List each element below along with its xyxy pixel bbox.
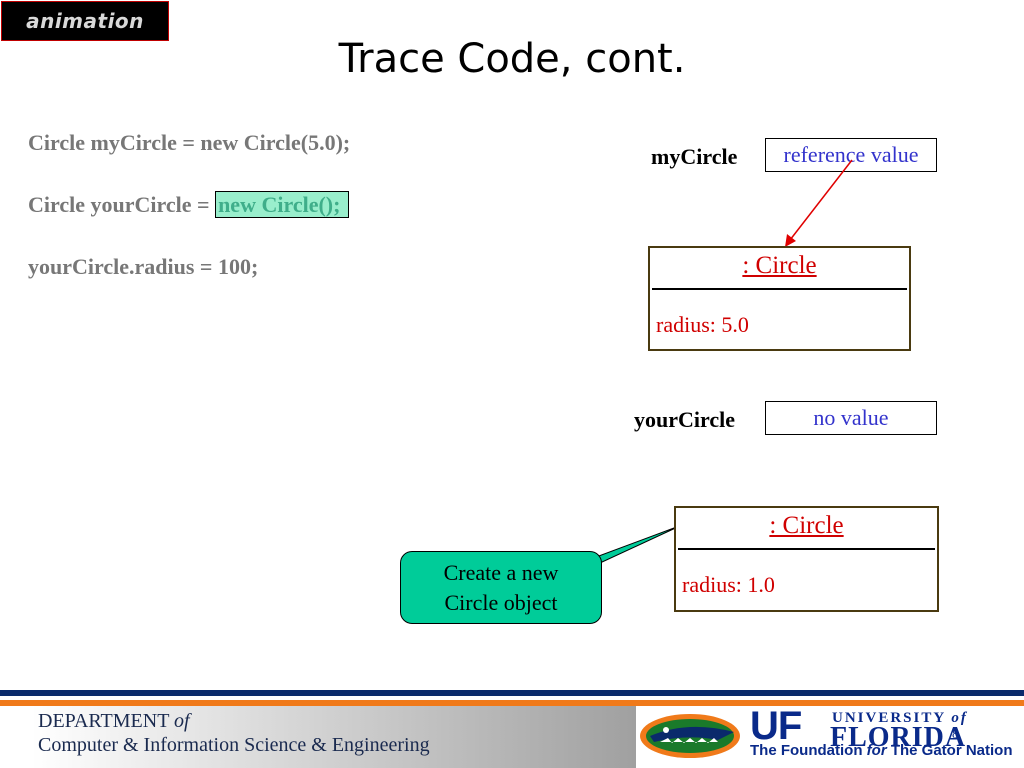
uf-foundation-c: The Gator Nation bbox=[886, 742, 1013, 759]
circle-object-1-name: : Circle bbox=[742, 252, 817, 279]
uf-florida-text: FLORIDA bbox=[830, 722, 967, 753]
uf-foundation-for: for bbox=[866, 742, 887, 759]
circle-object-2: : Circle radius: 1.0 bbox=[674, 506, 939, 612]
animation-badge: animation bbox=[1, 1, 169, 41]
circle-object-2-divider bbox=[678, 548, 935, 550]
uf-university-text: UNIVERSITY of bbox=[832, 710, 968, 727]
footer-navy-stripe bbox=[0, 690, 1024, 696]
footer-department: DEPARTMENT of bbox=[38, 710, 190, 733]
code-highlight: new Circle(); bbox=[215, 191, 350, 218]
circle-object-1-field: radius: 5.0 bbox=[656, 312, 749, 337]
uf-foundation-tagline: The Foundation for The Gator Nation bbox=[750, 742, 1013, 759]
footer-department-of: of bbox=[174, 710, 190, 732]
yourcircle-value-box: no value bbox=[765, 401, 937, 435]
uf-university-word: UNIVERSITY bbox=[832, 710, 946, 726]
uf-logo-text: UF bbox=[750, 704, 802, 748]
circle-object-2-field: radius: 1.0 bbox=[682, 572, 775, 597]
mycircle-value-box: reference value bbox=[765, 138, 937, 172]
footer-left-panel bbox=[0, 706, 636, 768]
mycircle-label: myCircle bbox=[651, 144, 738, 169]
circle-object-1: : Circle radius: 5.0 bbox=[648, 246, 911, 351]
circle-object-1-divider bbox=[652, 288, 907, 290]
reference-arrow-line bbox=[789, 159, 853, 241]
code-line-1: Circle myCircle = new Circle(5.0); bbox=[28, 130, 351, 155]
page-number: 8 bbox=[952, 726, 959, 741]
footer-department-word: DEPARTMENT bbox=[38, 710, 175, 732]
footer-orange-stripe bbox=[0, 700, 1024, 706]
uf-of-word: of bbox=[951, 710, 968, 726]
callout-line-1: Create a new bbox=[443, 560, 559, 585]
callout-line-2: Circle object bbox=[444, 590, 558, 615]
gator-logo-icon bbox=[640, 714, 740, 758]
uf-foundation-a: The Foundation bbox=[750, 742, 867, 759]
code-line-3: yourCircle.radius = 100; bbox=[28, 254, 259, 279]
code-line-2: Circle yourCircle = new Circle(); bbox=[28, 191, 350, 218]
yourcircle-label: yourCircle bbox=[634, 407, 736, 432]
reference-arrow-head bbox=[785, 234, 796, 247]
footer-dept-name: Computer & Information Science & Enginee… bbox=[38, 734, 430, 756]
circle-object-2-name: : Circle bbox=[769, 512, 844, 539]
callout-note: Create a new Circle object bbox=[400, 551, 602, 624]
code-line-2-prefix: Circle yourCircle = bbox=[28, 192, 216, 217]
slide-title: Trace Code, cont. bbox=[338, 36, 686, 82]
